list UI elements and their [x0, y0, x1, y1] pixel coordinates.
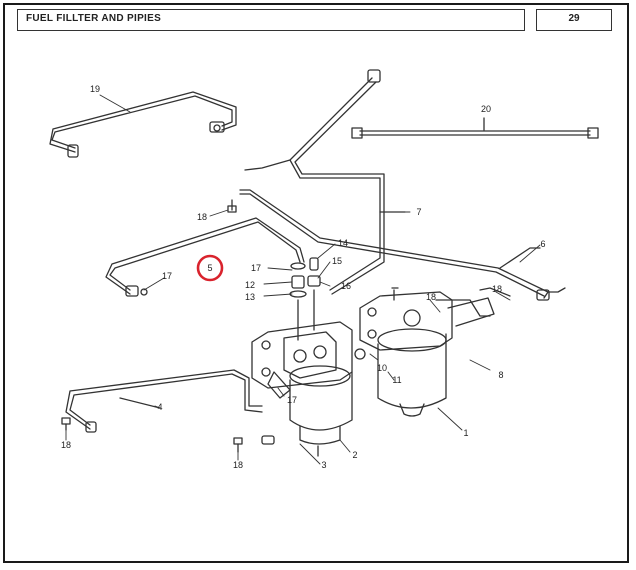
callout-17-left: 17	[162, 271, 172, 281]
pipe-19	[49, 91, 237, 158]
pipe-4	[65, 369, 263, 433]
callout-17-upper: 17	[251, 263, 261, 273]
callout-10: 10	[377, 363, 387, 373]
callout-16: 16	[341, 281, 351, 291]
clamp-8	[447, 287, 511, 327]
callout-13: 13	[245, 292, 255, 302]
bolt-18-bottom	[233, 437, 243, 453]
callout-18-left: 18	[61, 440, 71, 450]
callout-18-right-far: 18	[492, 284, 502, 294]
page-title: FUEL FILLTER AND PIPIES	[17, 9, 525, 31]
pipe-5	[105, 217, 305, 297]
filter-head-right	[359, 287, 491, 351]
callout-6: 6	[540, 239, 545, 249]
callout-3: 3	[321, 460, 326, 470]
callout-17-lower: 17	[287, 395, 297, 405]
filter-bowl-right	[377, 328, 447, 417]
callout-4: 4	[157, 402, 162, 412]
callout-11: 11	[392, 375, 401, 385]
page-number: 29	[536, 9, 612, 31]
callout-19: 19	[90, 84, 100, 94]
pipe-7	[244, 69, 406, 295]
callout-18-right-head: 18	[426, 292, 436, 302]
callout-7: 7	[416, 207, 421, 217]
filter-head-left	[251, 321, 366, 399]
highlight-circle-5	[196, 254, 224, 282]
bolt-18-top	[227, 199, 237, 213]
drawing-frame	[3, 3, 629, 563]
filter-bowl-left	[261, 365, 353, 457]
pipe-6	[239, 189, 566, 301]
callout-14: 14	[338, 238, 348, 248]
callout-15: 15	[332, 256, 342, 266]
callout-18-bottom: 18	[233, 460, 243, 470]
callout-18-top: 18	[197, 212, 207, 222]
callout-12: 12	[245, 280, 255, 290]
callout-5: 5	[207, 263, 212, 273]
bolt-18-left	[61, 417, 71, 431]
callout-2: 2	[352, 450, 357, 460]
callout-8: 8	[498, 370, 503, 380]
callout-1: 1	[463, 428, 468, 438]
callout-20: 20	[481, 104, 491, 114]
pipe-20	[351, 117, 599, 139]
leader-lines	[65, 94, 541, 465]
